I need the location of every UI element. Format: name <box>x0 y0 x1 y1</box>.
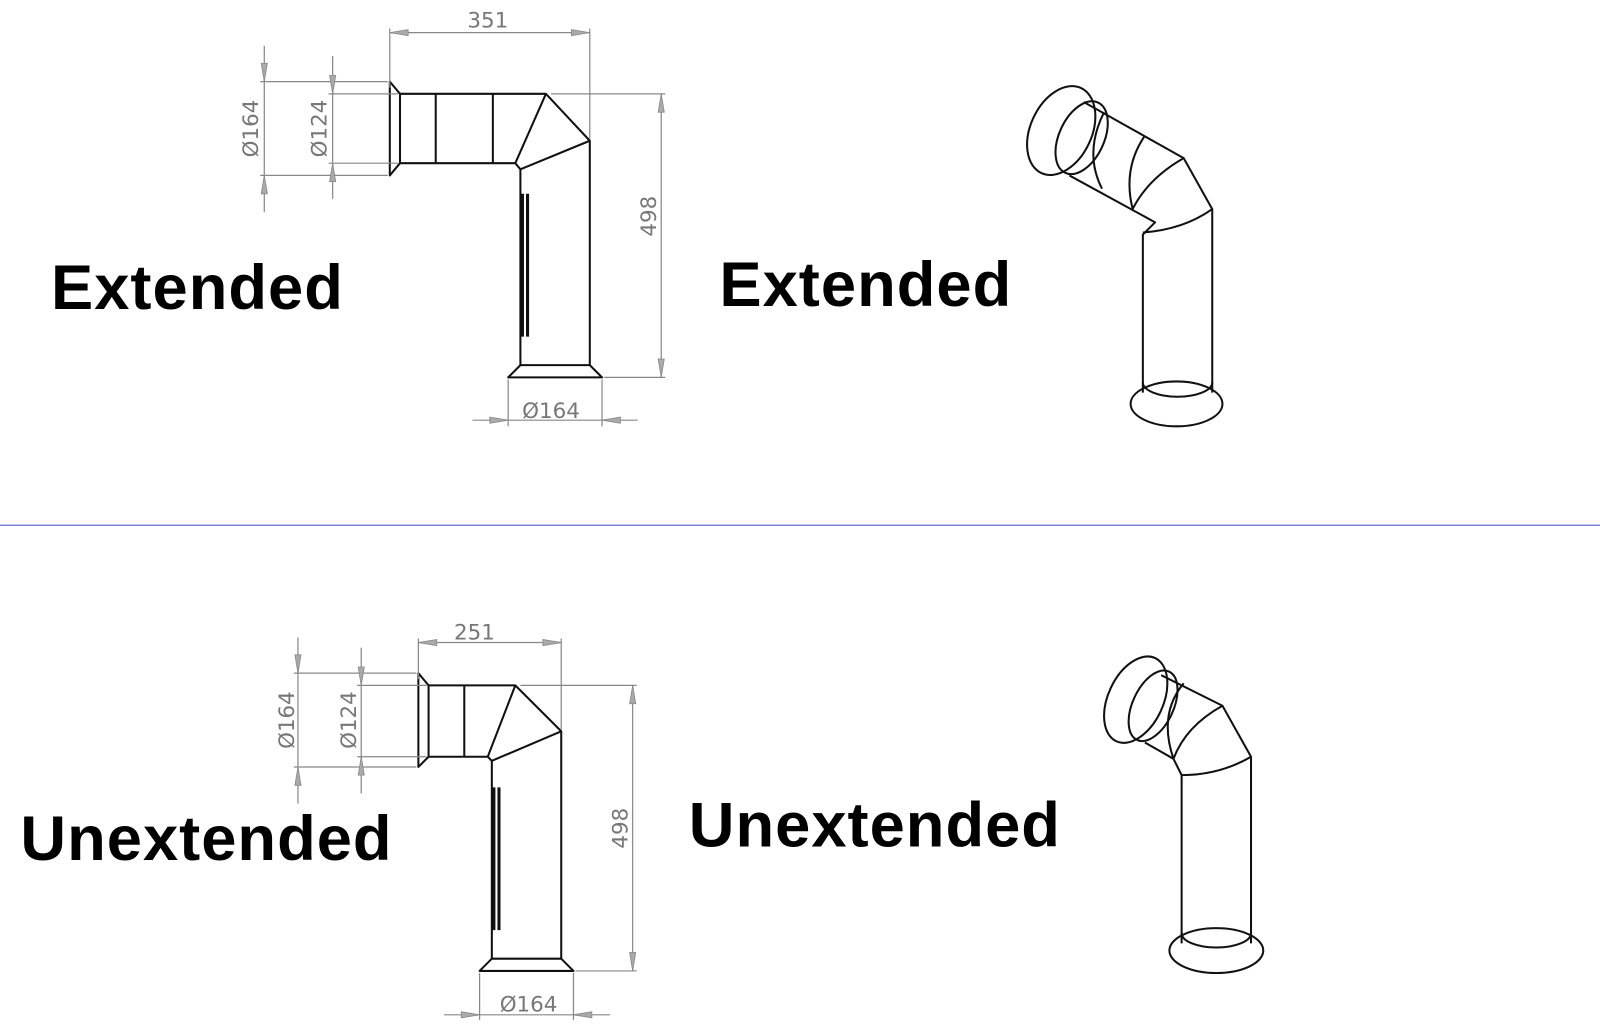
height-dimension: 498 <box>637 196 662 237</box>
width-dimension: 251 <box>454 620 495 645</box>
unextended-side-view <box>417 672 575 972</box>
inner-diameter-dimension: Ø124 <box>308 100 333 158</box>
outer-diameter-dimension: Ø164 <box>239 100 264 158</box>
unextended-label-right: Unextended <box>689 791 1061 861</box>
outer-diameter-dimension: Ø164 <box>275 691 300 749</box>
unextended-dimensions: 251 498 Ø164 Ø124 Ø164 <box>275 620 637 1020</box>
base-diameter-dimension: Ø164 <box>522 399 580 424</box>
inner-diameter-dimension: Ø124 <box>337 691 362 749</box>
extended-dimensions: 351 498 Ø164 Ø124 Ø164 <box>239 9 666 427</box>
unextended-isometric-view <box>1103 655 1265 975</box>
extended-isometric-view <box>1026 85 1224 428</box>
unextended-label-left: Unextended <box>20 804 392 874</box>
extended-label-left: Extended <box>51 253 344 323</box>
base-diameter-dimension: Ø164 <box>500 993 558 1018</box>
extended-label-right: Extended <box>719 250 1012 320</box>
extended-side-view <box>388 80 604 379</box>
width-dimension: 351 <box>467 9 508 34</box>
height-dimension: 498 <box>609 808 634 849</box>
